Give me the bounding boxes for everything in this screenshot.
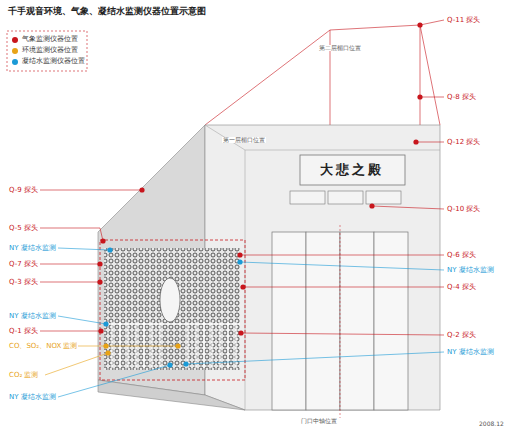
legend-item: 气象监测仪器位置 (12, 35, 78, 44)
probe-label: Q-12 探头 (446, 138, 481, 146)
probe-label: Q-8 探头 (446, 93, 477, 101)
probe-label: Q-6 探头 (446, 251, 477, 259)
probe-label: NY 凝结水监测 (8, 393, 57, 401)
note-label: 第一层楣口位置 (222, 137, 266, 144)
legend-swatch (12, 37, 18, 43)
probe-label: Q-10 探头 (446, 205, 481, 213)
probe-label: CO、SO₂、NOX 监测 (8, 342, 78, 350)
legend-text: 气象监测仪器位置 (22, 35, 78, 44)
legend-text: 凝结水监测仪器位置 (22, 57, 85, 66)
probe-label: NY 凝结水监测 (8, 312, 57, 320)
legend-swatch (12, 48, 18, 54)
probe-label: Q-3 探头 (8, 278, 39, 286)
legend-item: 凝结水监测仪器位置 (12, 57, 85, 66)
probe-label: Q-9 探头 (8, 186, 39, 194)
legend-swatch (12, 59, 18, 65)
probe-label: NY 凝结水监测 (446, 266, 495, 274)
probe-label: NY 凝结水监测 (446, 348, 495, 356)
note-label: 门口中轴位置 (300, 418, 338, 425)
note-label: 第二层楣口位置 (318, 45, 362, 52)
probe-label: Q-2 探头 (446, 331, 477, 339)
probe-label: Q-1 探头 (8, 327, 39, 335)
legend-item: 环境监测仪器位置 (12, 46, 78, 55)
probe-label: Q-5 探头 (8, 224, 39, 232)
probe-label: Q-7 探头 (8, 260, 39, 268)
probe-label: Q-11 探头 (446, 16, 481, 24)
probe-label: Q-4 探头 (446, 283, 477, 291)
plaque-text: 大悲之殿 (320, 163, 384, 178)
legend-text: 环境监测仪器位置 (22, 46, 78, 55)
diagram-title: 千手观音环境、气象、凝结水监测仪器位置示意图 (8, 6, 206, 16)
note-label: 2008.12 (478, 421, 505, 428)
probe-label: CO₂ 监测 (8, 371, 39, 379)
probe-label: NY 凝结水监测 (8, 244, 57, 252)
